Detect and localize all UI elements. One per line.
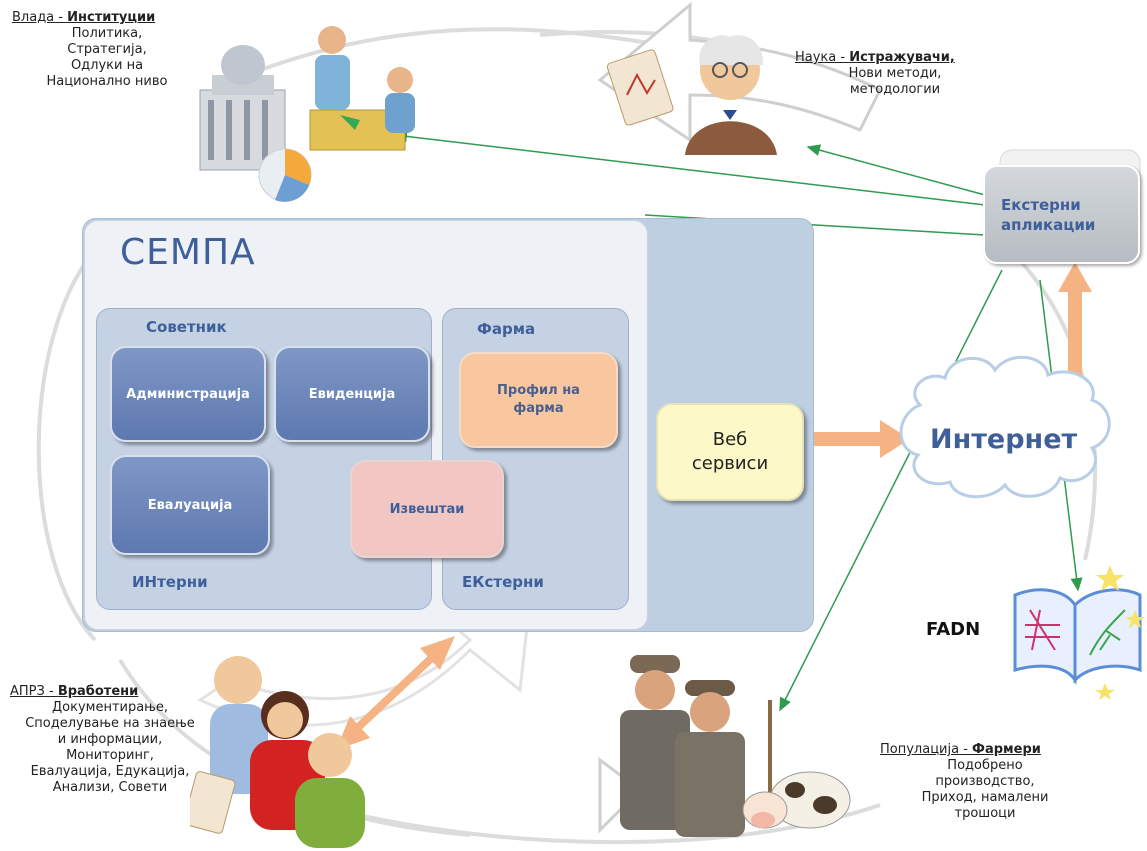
webservices-to-internet-arrow <box>803 420 910 458</box>
module-evaluation[interactable]: Евалуација <box>110 455 270 555</box>
staff-line-1: Документирање, <box>51 700 168 715</box>
science-name: Наука <box>795 50 837 65</box>
science-caption: Наука - Истражувачи, Нови методи, методо… <box>795 50 995 98</box>
staff-employees-icon <box>190 656 365 848</box>
green-connectors <box>393 130 1083 712</box>
staff-line-5: Евалуација, Едукација, <box>30 764 190 779</box>
staff-line-4: Мониторинг, <box>66 748 154 763</box>
module-administration[interactable]: Администрација <box>110 346 266 442</box>
internet-label: Интернет <box>930 424 1078 455</box>
government-line-1: Политика, <box>71 26 143 41</box>
staff-line-6: Анализи, Совети <box>52 780 168 795</box>
farmers-name: Популација <box>880 742 960 757</box>
government-line-3: Одлуки на <box>70 58 144 73</box>
internal-footer: ИНтерни <box>132 573 208 591</box>
web-services-box[interactable]: Веб сервиси <box>656 403 804 501</box>
scientist-icon <box>606 35 777 155</box>
government-role: Институции <box>67 10 156 25</box>
staff-line-2: Споделување на знаење <box>25 716 195 731</box>
farmers-caption: Популација - Фармери Подобрено производс… <box>880 742 1090 822</box>
farmers-line-3: Приход, намалени <box>921 790 1049 805</box>
external-apps-label: Екстерни апликации <box>1001 195 1096 234</box>
staff-caption: АПРЗ - Вработени Документирање, Споделув… <box>10 684 210 796</box>
government-institution-icon <box>199 26 415 202</box>
staff-role: Вработени <box>57 684 139 699</box>
web-services-label: Веб сервиси <box>691 429 769 474</box>
science-line-1: Нови методи, <box>848 66 942 81</box>
farmers-line-2: производство, <box>935 774 1035 789</box>
science-line-2: методологии <box>849 82 941 97</box>
internal-title: Советник <box>146 318 227 336</box>
internet-to-external-arrow <box>1058 262 1092 383</box>
module-records[interactable]: Евиденција <box>274 346 430 442</box>
government-line-4: Национално ниво <box>46 74 168 89</box>
internet-cloud <box>899 355 1111 499</box>
external-apps-box[interactable]: Екстерни апликации <box>983 165 1140 264</box>
external-title: Фарма <box>477 320 536 338</box>
module-reports[interactable]: Извештаи <box>350 460 504 558</box>
government-caption: Влада - Институции Политика, Стратегија,… <box>12 10 202 90</box>
staff-name: АПРЗ <box>10 684 45 699</box>
farmers-icon <box>620 655 851 837</box>
farmers-line-4: трошоци <box>954 806 1016 821</box>
farmers-role: Фармери <box>972 742 1041 757</box>
system-title: СЕМПА <box>120 232 256 273</box>
external-footer: ЕКстерни <box>462 573 544 591</box>
farmers-line-1: Подобрено <box>947 758 1023 773</box>
government-name: Влада <box>12 10 55 25</box>
farm-profile-label: Профил на фарма <box>497 383 580 416</box>
fadn-book-icon <box>1013 565 1145 700</box>
government-line-2: Стратегија, <box>67 42 147 57</box>
science-role: Истражувачи, <box>849 50 955 65</box>
fadn-label: FADN <box>926 619 981 640</box>
staff-line-3: и информации, <box>57 732 163 747</box>
module-farm-profile[interactable]: Профил на фарма <box>459 352 618 448</box>
